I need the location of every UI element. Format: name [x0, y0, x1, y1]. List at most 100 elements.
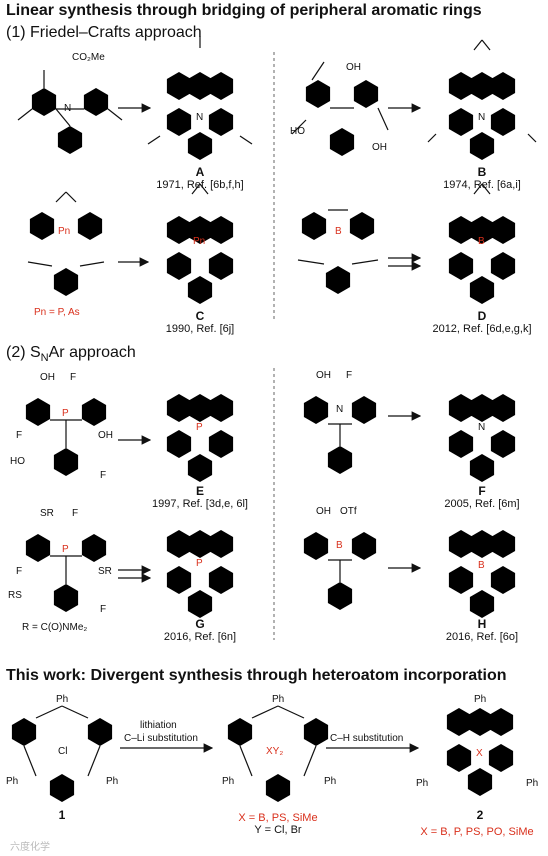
- oh-label-b2: OH: [372, 142, 387, 153]
- p-label-precursor-g: P: [62, 544, 69, 555]
- x-label-2: X: [476, 748, 483, 759]
- this-work-heading: This work: Divergent synthesis through h…: [6, 667, 507, 684]
- snar-heading: (2) SNAr approach: [6, 344, 136, 365]
- precursor-f-structure: [303, 396, 377, 474]
- compound-1-structure: [11, 705, 113, 802]
- p-label-e: P: [196, 422, 203, 433]
- compound-e-ref: 1997, Ref. [3d,e, 6l]: [151, 498, 248, 510]
- p-label-g: P: [196, 558, 203, 569]
- compound-c-caption: C 1990, Ref. [6j]: [140, 309, 260, 335]
- oh-label-e: OH: [40, 372, 55, 383]
- precursor-d-structure: [297, 209, 379, 294]
- watermark: 六度化学: [10, 842, 50, 853]
- pn-definition: Pn = P, As: [34, 307, 80, 318]
- ph-label-2-top: Ph: [474, 694, 487, 705]
- f-label-f: F: [346, 370, 353, 381]
- oh-label-h: OH: [316, 506, 331, 517]
- sr-label-g2: SR: [98, 566, 112, 577]
- compound-c-structure: [166, 183, 234, 304]
- b-label-h: B: [478, 560, 485, 571]
- b-label-d: B: [478, 236, 485, 247]
- ph-label-int-top: Ph: [272, 694, 285, 705]
- ph-label-2-right: Ph: [526, 778, 539, 789]
- ph-label-int-right: Ph: [324, 776, 337, 787]
- compound-e-structure: [166, 394, 234, 482]
- xy2-label: XY₂: [266, 746, 284, 757]
- compound-c-ref: 1990, Ref. [6j]: [165, 323, 235, 335]
- compound-a-id: A: [195, 165, 205, 179]
- co2me-label: CO₂Me: [72, 52, 105, 63]
- ph-label-1-right: Ph: [106, 776, 119, 787]
- n-label-a: N: [196, 112, 204, 123]
- compound-d-ref: 2012, Ref. [6d,e,g,k]: [432, 323, 532, 335]
- pn-label-precursor-c: Pn: [58, 226, 71, 237]
- b-label-precursor-h: B: [336, 540, 343, 551]
- f-label-g3: F: [100, 604, 107, 615]
- precursor-a-structure: [17, 70, 123, 154]
- oh-label-e2: OH: [98, 430, 113, 441]
- cli-substitution-label: C–Li substitution: [124, 733, 198, 744]
- compound-f-id: F: [478, 484, 486, 498]
- compound-e-id: E: [195, 484, 204, 498]
- n-label-b: N: [478, 112, 486, 123]
- intermediate-structure: [227, 705, 329, 802]
- x-definition-intermediate: X = B, PS, SiMe Y = Cl, Br: [238, 812, 318, 836]
- x-definition-product: X = B, P, PS, PO, SiMe: [420, 826, 534, 838]
- rs-label-g: RS: [8, 590, 22, 601]
- precursor-b-structure: [291, 61, 389, 156]
- compound-a-ref: 1971, Ref. [6b,f,h]: [156, 179, 244, 191]
- compound-e-caption: E 1997, Ref. [3d,e, 6l]: [140, 484, 260, 510]
- compound-a-structure: [147, 36, 253, 160]
- ph-label-1-left: Ph: [6, 776, 19, 787]
- compound-d-structure: [448, 183, 516, 304]
- precursor-c-structure: [27, 191, 105, 296]
- friedel-crafts-heading: (1) Friedel–Crafts approach: [6, 24, 202, 41]
- compound-c-id: C: [195, 309, 205, 323]
- f-label-g1: F: [72, 508, 79, 519]
- ho-label-e: HO: [10, 456, 25, 467]
- f-label-e1: F: [70, 372, 77, 383]
- compound-f-ref: 2005, Ref. [6m]: [444, 498, 520, 510]
- n-label-precursor-a: N: [64, 103, 72, 114]
- cl-label: Cl: [58, 746, 68, 757]
- f-label-e3: F: [100, 470, 107, 481]
- compound-h-structure: [448, 530, 516, 618]
- compound-h-ref: 2016, Ref. [6o]: [445, 631, 519, 643]
- r-definition: R = C(O)NMe₂: [22, 622, 88, 633]
- pn-label-c: Pn: [193, 236, 206, 247]
- f-label-g2: F: [16, 566, 23, 577]
- compound-2-id: 2: [476, 808, 484, 822]
- compound-h-caption: H 2016, Ref. [6o]: [422, 617, 542, 643]
- compound-g-structure: [166, 530, 234, 618]
- compound-d-caption: D 2012, Ref. [6d,e,g,k]: [416, 309, 548, 335]
- precursor-e-structure: [25, 398, 107, 476]
- n-label-f: N: [478, 422, 486, 433]
- compound-g-caption: G 2016, Ref. [6n]: [140, 617, 260, 643]
- ph-label-int-left: Ph: [222, 776, 235, 787]
- sr-label-g1: SR: [40, 508, 54, 519]
- ph-label-2-left: Ph: [416, 778, 429, 789]
- precursor-h-structure: [303, 532, 377, 610]
- p-label-precursor-e: P: [62, 408, 69, 419]
- ho-label-b: HO: [290, 126, 305, 137]
- compound-a-caption: A 1971, Ref. [6b,f,h]: [140, 165, 260, 191]
- compound-b-id: B: [477, 165, 487, 179]
- compound-b-ref: 1974, Ref. [6a,i]: [443, 179, 521, 191]
- compound-d-id: D: [477, 309, 487, 323]
- oh-label-b1: OH: [346, 62, 361, 73]
- compound-f-caption: F 2005, Ref. [6m]: [422, 484, 542, 510]
- compound-f-structure: [448, 394, 516, 482]
- compound-b-structure: [427, 39, 537, 160]
- b-label-precursor-d: B: [335, 226, 342, 237]
- oh-label-f: OH: [316, 370, 331, 381]
- compound-g-id: G: [195, 617, 205, 631]
- otf-label-h: OTf: [340, 506, 357, 517]
- main-heading: Linear synthesis through bridging of per…: [6, 2, 482, 19]
- compound-1-id: 1: [58, 808, 66, 822]
- compound-h-id: H: [477, 617, 487, 631]
- compound-b-caption: B 1974, Ref. [6a,i]: [422, 165, 542, 191]
- n-label-precursor-f: N: [336, 404, 344, 415]
- compound-g-ref: 2016, Ref. [6n]: [163, 631, 237, 643]
- ph-label-1-top: Ph: [56, 694, 69, 705]
